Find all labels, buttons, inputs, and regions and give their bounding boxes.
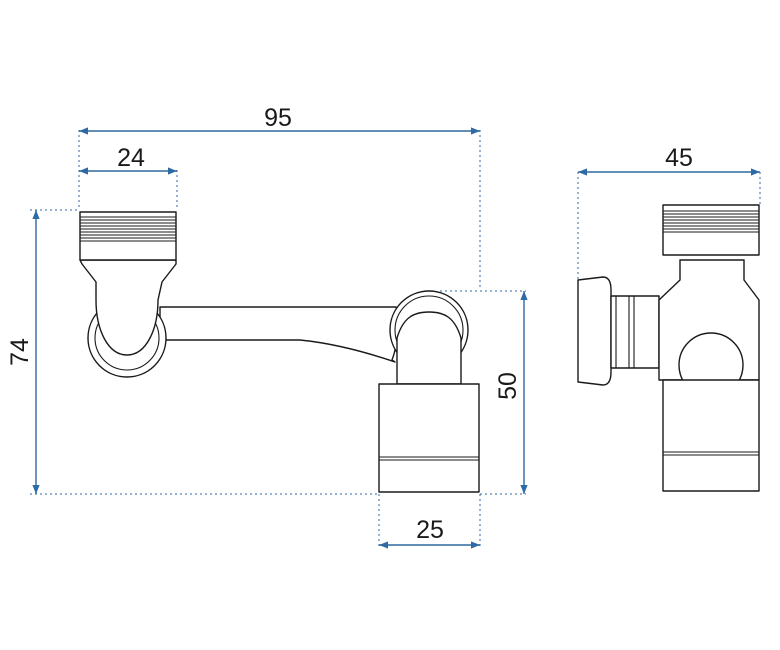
dimension-labels: 95 24 74 50 25 45 — [6, 104, 693, 544]
left-neck — [79, 259, 177, 356]
left-thread — [79, 211, 177, 261]
label-overall-width: 95 — [264, 104, 292, 132]
side-thread — [662, 204, 760, 256]
label-thread-width: 24 — [117, 144, 145, 172]
side-view — [577, 204, 760, 492]
label-outlet-height: 50 — [494, 372, 522, 400]
side-cap — [577, 276, 612, 386]
left-thread-lines — [80, 216, 176, 242]
label-overall-height: 74 — [6, 338, 34, 366]
front-view — [79, 211, 480, 493]
right-neck — [396, 311, 462, 385]
side-stem — [610, 295, 660, 369]
side-thread-lines — [663, 210, 759, 233]
outlet-body — [378, 383, 480, 493]
dimension-lines — [32, 127, 760, 549]
label-outlet-width: 25 — [416, 516, 444, 544]
side-outlet — [662, 379, 760, 492]
connecting-arm — [159, 306, 399, 363]
label-side-width: 45 — [665, 144, 693, 172]
